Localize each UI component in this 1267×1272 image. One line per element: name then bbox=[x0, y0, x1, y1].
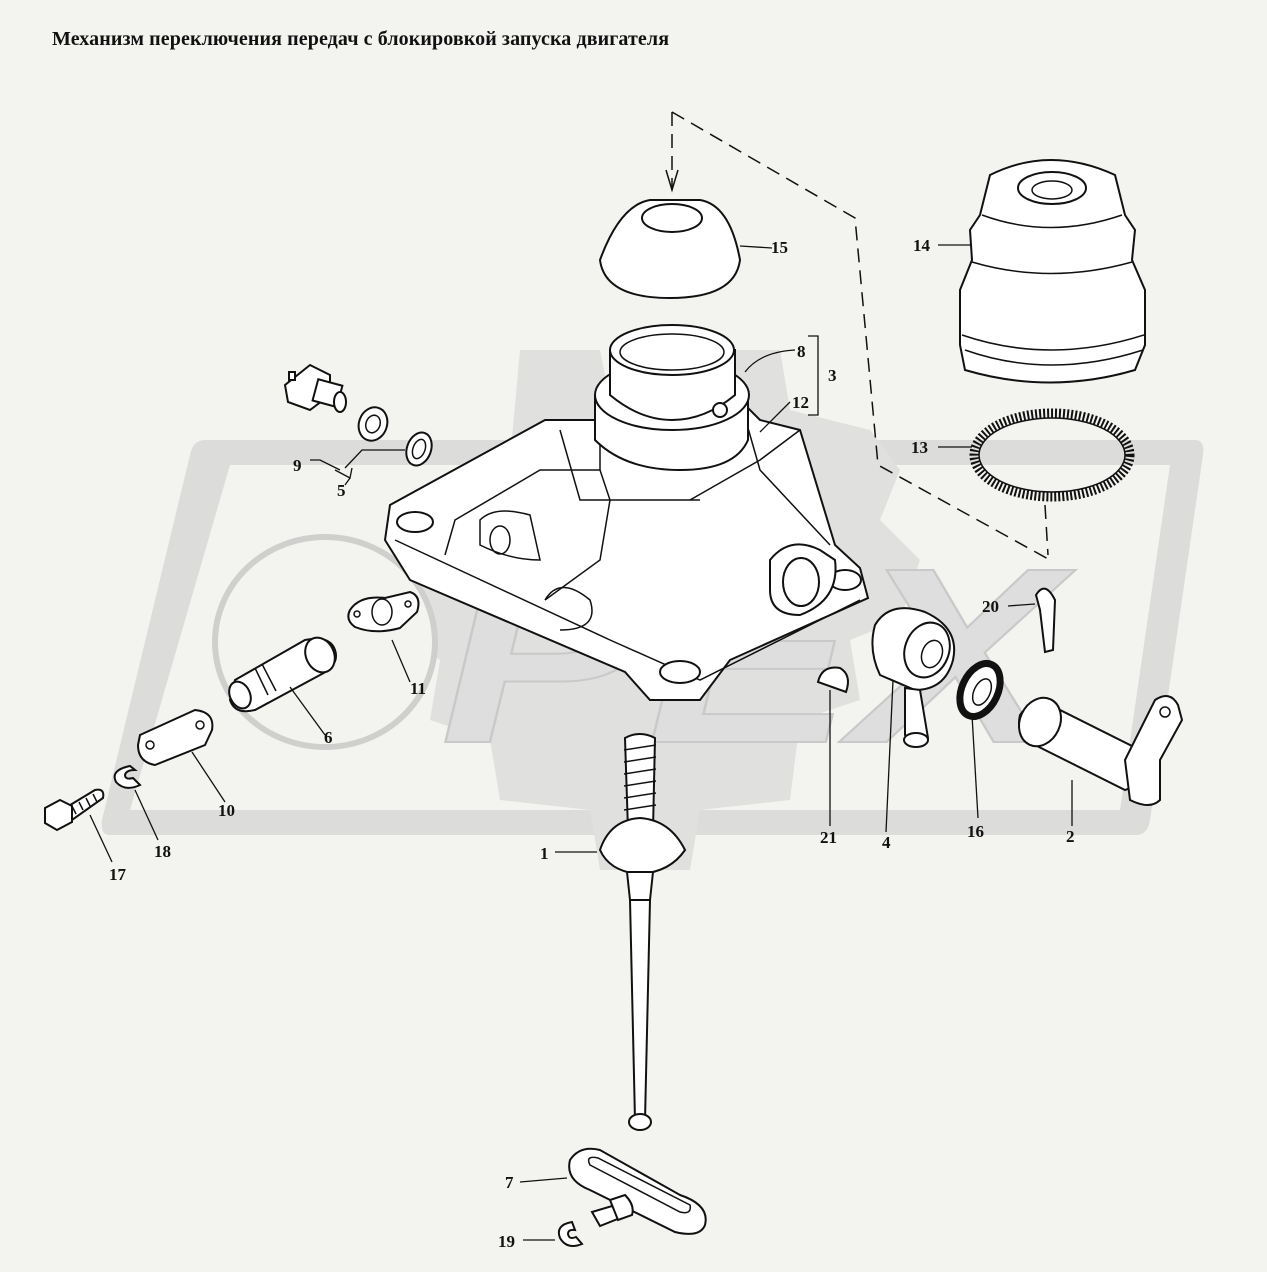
label-5: 5 bbox=[337, 481, 346, 500]
washer-part-9 bbox=[357, 406, 389, 442]
cone-cap-part-15 bbox=[598, 199, 742, 300]
label-19: 19 bbox=[498, 1232, 515, 1251]
screw-part-19 bbox=[590, 1193, 634, 1228]
label-16: 16 bbox=[967, 822, 984, 841]
clip-part-18 bbox=[113, 764, 142, 789]
label-12: 12 bbox=[792, 393, 809, 412]
label-4: 4 bbox=[882, 833, 891, 852]
selector-lever-part-4 bbox=[871, 607, 956, 748]
gear-lever-part-1 bbox=[598, 733, 687, 1131]
label-3: 3 bbox=[828, 366, 837, 385]
label-6: 6 bbox=[324, 728, 333, 747]
seal-ring-part-16 bbox=[956, 660, 1004, 720]
gearshift-housing bbox=[383, 324, 870, 701]
label-7: 7 bbox=[505, 1173, 514, 1192]
gasket-part-11 bbox=[347, 590, 420, 633]
shaft-part-6 bbox=[228, 636, 337, 713]
label-18: 18 bbox=[154, 842, 171, 861]
bolt-part-17 bbox=[44, 788, 105, 832]
assembly-dashed-lines bbox=[665, 111, 1051, 561]
cover-plate-part-10 bbox=[136, 708, 214, 767]
spring-ring-part-13 bbox=[969, 408, 1135, 502]
label-13: 13 bbox=[911, 438, 928, 457]
label-21: 21 bbox=[820, 828, 837, 847]
label-20: 20 bbox=[982, 597, 999, 616]
callout-leader-lines bbox=[89, 244, 1073, 1241]
label-1: 1 bbox=[540, 844, 549, 863]
woodruff-key-part-21 bbox=[816, 666, 849, 694]
lockout-switch-sensor bbox=[283, 363, 347, 413]
label-9: 9 bbox=[293, 456, 302, 475]
label-8: 8 bbox=[797, 342, 806, 361]
cotter-pin-part-20 bbox=[1034, 587, 1057, 654]
label-2: 2 bbox=[1066, 827, 1075, 846]
label-11: 11 bbox=[410, 679, 426, 698]
label-15: 15 bbox=[771, 238, 788, 257]
label-10: 10 bbox=[218, 801, 235, 820]
label-17: 17 bbox=[109, 865, 127, 884]
cross-shaft-part-2 bbox=[1018, 695, 1184, 806]
rubber-boot-part-14 bbox=[959, 159, 1146, 384]
diagram-title: Механизм переключения передач с блокиров… bbox=[52, 28, 670, 50]
part-number-labels: 15 8 3 12 14 13 9 5 11 6 10 18 17 1 21 4… bbox=[109, 236, 1075, 1251]
clip-part-19 bbox=[557, 1220, 584, 1247]
washer-part-5 bbox=[405, 431, 433, 467]
label-14: 14 bbox=[913, 236, 931, 255]
guide-plate-part-7 bbox=[568, 1147, 707, 1235]
